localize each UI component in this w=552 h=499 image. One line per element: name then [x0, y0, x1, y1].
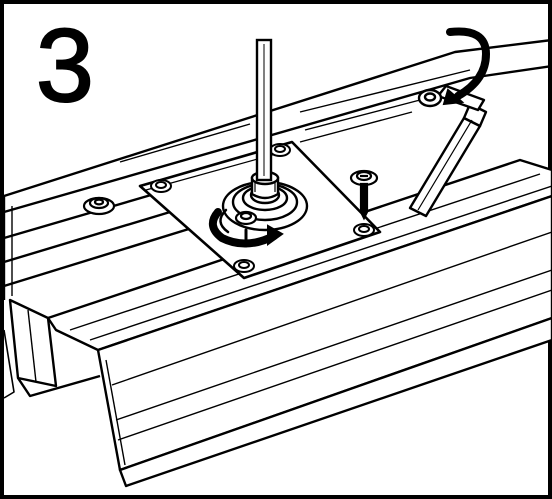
central-hub [221, 170, 309, 232]
step-number-label: 3 [35, 8, 95, 124]
plate-screw-bottom-right [353, 223, 375, 237]
clockwise-rotation-arrow-icon [208, 208, 284, 248]
plate-screw-top-left [150, 179, 172, 193]
rail-bolt-left [82, 196, 116, 216]
plate-screw-top-right [269, 143, 291, 157]
upper-rail [2, 38, 552, 300]
hub-nut [234, 210, 258, 226]
curved-turn-arrow-icon [442, 27, 491, 106]
plate-screw-bottom-left [233, 259, 255, 273]
plate-screws [150, 143, 375, 273]
side-screw [349, 169, 379, 221]
vertical-rod [255, 38, 273, 182]
